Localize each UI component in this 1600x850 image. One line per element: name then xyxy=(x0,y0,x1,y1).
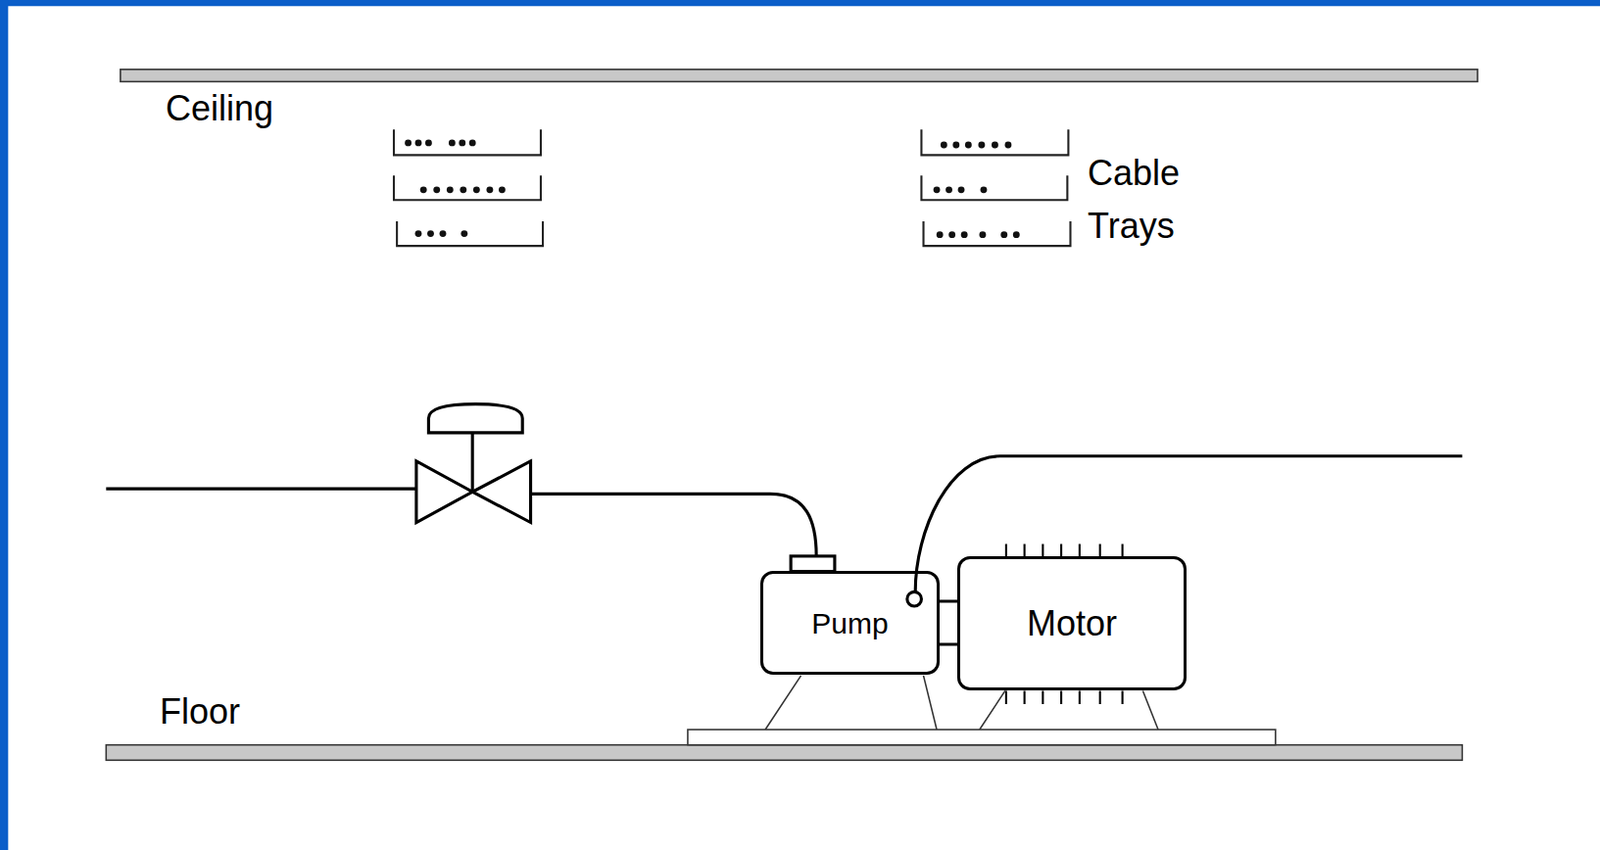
ceiling-label: Ceiling xyxy=(165,88,274,129)
valve-symbol xyxy=(416,404,532,524)
cable-trays-label: Cable Trays xyxy=(1087,146,1201,253)
node-text: Motor xyxy=(1026,604,1117,644)
support-legs xyxy=(765,676,1159,730)
node-text: Pump xyxy=(811,607,888,640)
floor-label: Floor xyxy=(159,691,241,732)
motor-fins xyxy=(1006,543,1123,705)
motor-box: Motor xyxy=(957,556,1187,691)
ceiling-slab xyxy=(120,69,1478,83)
shaft-coupling xyxy=(938,601,960,645)
floor-slab xyxy=(105,745,1462,762)
cables xyxy=(404,139,1020,239)
pump-box: Pump xyxy=(760,571,940,676)
frame-top xyxy=(0,0,1600,6)
base-plate xyxy=(687,729,1276,746)
frame-left xyxy=(0,0,8,850)
cable-trays xyxy=(393,129,1070,246)
pump-nozzle xyxy=(790,556,835,573)
